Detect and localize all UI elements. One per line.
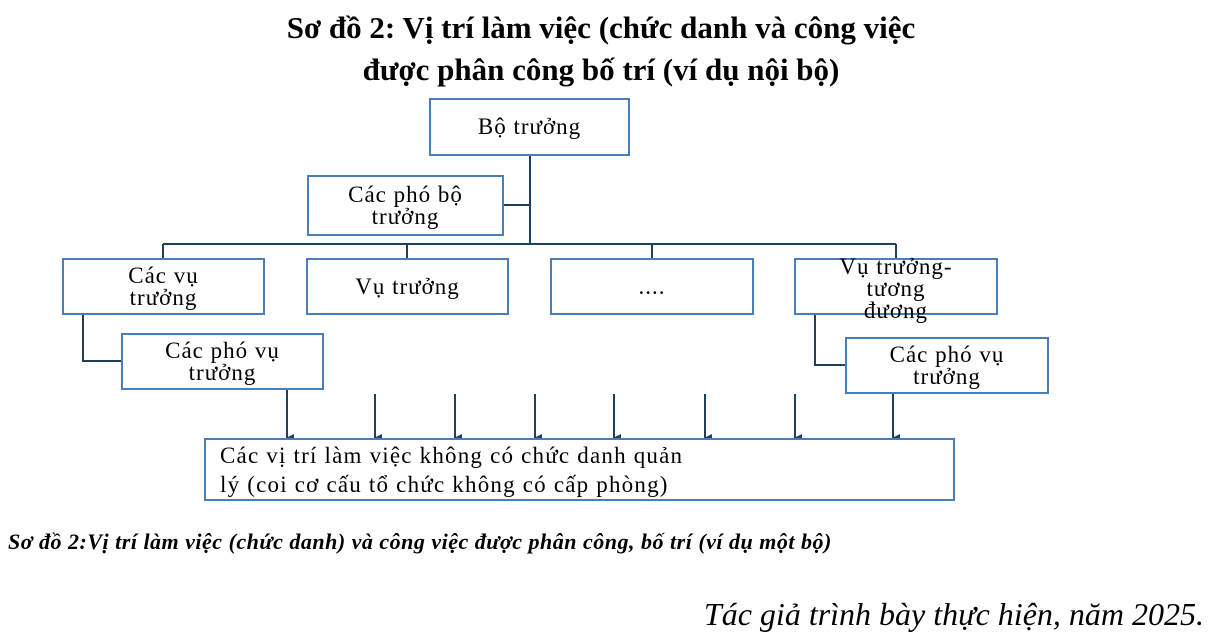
ellipsis-label: ....: [638, 273, 666, 299]
deputy-directors-left-label-line2: trưởng: [188, 359, 257, 385]
minister-box: Bộ trưởng: [429, 98, 630, 156]
deputy-ministers-box: Các phó bộ trưởng: [307, 175, 504, 236]
diagram-title-line1: Sơ đồ 2: Vị trí làm việc (chức danh và c…: [286, 10, 916, 45]
deputy-ministers-label-line1: Các phó bộ: [348, 181, 463, 207]
deputy-directors-right-box: Các phó vụ trưởng: [845, 337, 1049, 394]
director-box: Vụ trưởng: [306, 258, 509, 315]
directors-group-label-line1: Các vụ: [128, 262, 199, 288]
director-equivalent-label-line3: đương: [863, 298, 929, 323]
directors-group-box: Các vụ trưởng: [62, 258, 265, 315]
director-label: Vụ trưởng: [355, 273, 460, 299]
ellipsis-box: ....: [550, 258, 754, 315]
director-equivalent-label-line1: Vụ trưởng-: [839, 254, 953, 279]
director-equivalent-label-line2: tương: [866, 276, 926, 301]
deputy-directors-left-label-line1: Các phó vụ: [165, 337, 280, 363]
non-management-label-line2: lý (coi cơ cấu tổ chức không có cấp phòn…: [220, 471, 669, 497]
deputy-directors-left-box: Các phó vụ trưởng: [121, 333, 324, 390]
director-equivalent-box: Vụ trưởng- tương đương: [794, 254, 998, 322]
diagram-title-line2: được phân công bố trí (ví dụ nội bộ): [362, 52, 840, 87]
deputy-ministers-label-line2: trưởng: [371, 203, 440, 229]
deputy-directors-right-label-line2: trưởng: [913, 363, 981, 389]
left-elbow: [82, 315, 122, 362]
deputy-directors-right-label-line1: Các phó vụ: [889, 341, 1005, 367]
minister-label: Bộ trưởng: [477, 114, 582, 139]
directors-group-label-line2: trưởng: [129, 284, 198, 310]
right-elbow: [814, 315, 846, 366]
source-note: Tác giả trình bày thực hiện, năm 2025.: [703, 596, 1204, 632]
figure-caption: Sơ đồ 2:Vị trí làm việc (chức danh) và c…: [8, 529, 832, 554]
non-management-label-line1: Các vị trí làm việc không có chức danh q…: [220, 442, 684, 468]
non-management-box: Các vị trí làm việc không có chức danh q…: [204, 438, 955, 501]
